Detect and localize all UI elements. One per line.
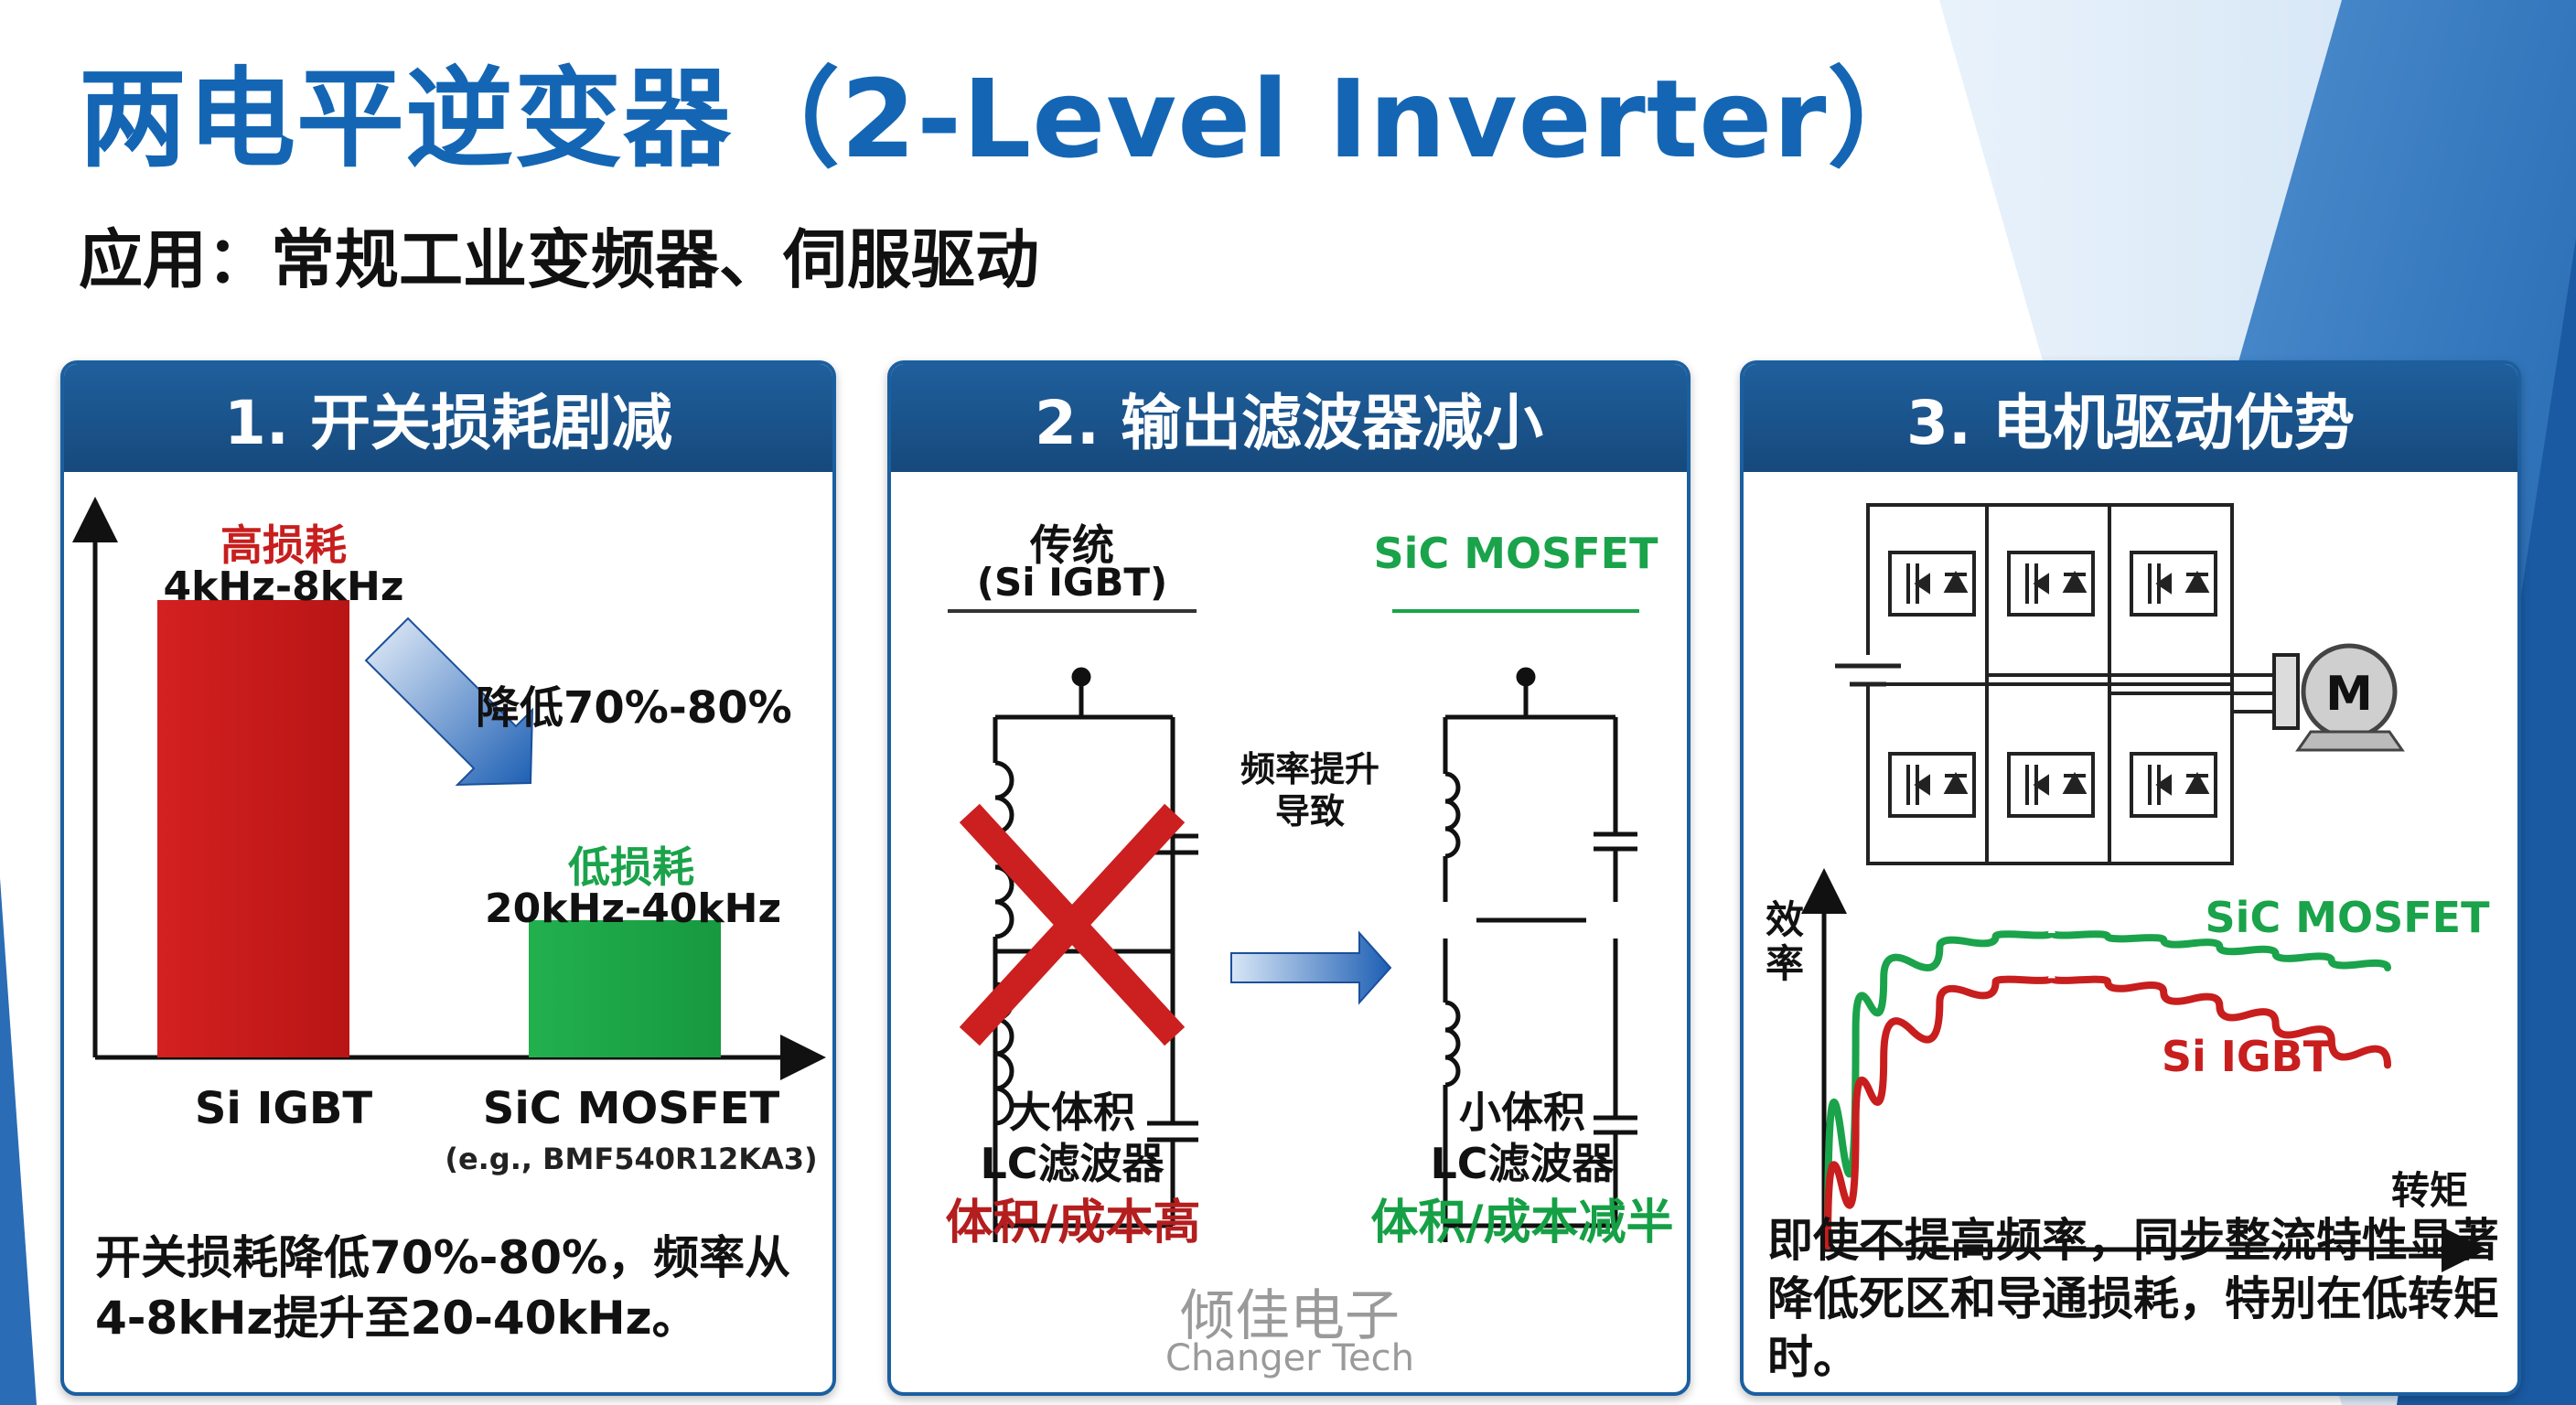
switch-mosfet-icon-2 — [1888, 752, 1976, 818]
small-filter-cost: 体积/成本减半 — [1370, 1196, 1674, 1250]
x-label-si-igbt: Si IGBT — [194, 1083, 373, 1134]
loss-bar-chart — [72, 497, 826, 1080]
page-subtitle: 应用：常规工业变频器、伺服驱动 — [79, 222, 1039, 297]
bar-sic-mosfet — [529, 920, 721, 1057]
sic-efficiency-curve — [1824, 930, 2391, 1249]
inverter-and-efficiency-diagram: M — [1801, 503, 2487, 1272]
panel-header: 2. 输出滤波器减小 — [891, 364, 1687, 472]
panel1-note: 开关损耗降低70%-80%，频率从4-8kHz提升至20-40kHz。 — [95, 1231, 791, 1345]
x-label-sic-example: (e.g., BMF540R12KA3) — [445, 1142, 818, 1176]
panel-filter-size: 2. 输出滤波器减小 — [887, 360, 1690, 1396]
x-label-sic-mosfet: SiC MOSFET — [482, 1083, 780, 1134]
inverter-circuit — [1835, 503, 2405, 865]
panel-switching-loss: 1. 开关损耗剧减 高损耗 4kHz-8kHz 降低70%-80% — [60, 360, 836, 1396]
eff-y-label-1: 效 — [1765, 897, 1804, 942]
big-lc-filter — [993, 667, 1198, 1242]
panel-header: 1. 开关损耗剧减 — [64, 364, 832, 472]
small-filter-label-1: 小体积 — [1459, 1088, 1585, 1137]
motor-icon: M — [2325, 667, 2373, 722]
big-filter-label-2: LC滤波器 — [980, 1139, 1165, 1188]
watermark-cn: 倾佳电子 — [1180, 1284, 1400, 1348]
bar-si-igbt — [157, 600, 349, 1057]
switch-mosfet-icon-3 — [2007, 551, 2095, 617]
high-loss-label: 高损耗 — [220, 520, 347, 570]
switch-mosfet-icon-6 — [2130, 752, 2217, 818]
traditional-label: 传统 — [1030, 520, 1114, 570]
low-freq-label: 20kHz-40kHz — [485, 885, 782, 932]
reduction-arrow — [364, 617, 534, 787]
switch-mosfet-icon-5 — [2130, 551, 2217, 617]
arrow-label-line2: 导致 — [1274, 791, 1345, 831]
si-curve-label: Si IGBT — [2161, 1032, 2333, 1081]
low-loss-label: 低损耗 — [568, 842, 694, 892]
panel-header: 3. 电机驱动优势 — [1744, 364, 2517, 472]
cross-out-icon — [959, 803, 1186, 1046]
high-freq-label: 4kHz-8kHz — [163, 563, 404, 610]
reduction-label: 降低70%-80% — [476, 682, 792, 734]
lc-filter-diagram — [948, 609, 1639, 1242]
arrow-label-line1: 频率提升 — [1240, 749, 1379, 789]
small-lc-filter — [1443, 667, 1637, 1242]
traditional-sub-label: (Si IGBT) — [976, 560, 1168, 605]
watermark-en: Changer Tech — [1165, 1337, 1414, 1379]
si-efficiency-curve — [1824, 975, 2391, 1249]
small-filter-label-2: LC滤波器 — [1430, 1139, 1615, 1188]
panel3-note: 即使不提高频率，同步整流特性显著降低死区和导通损耗，特别在低转矩时。 — [1767, 1214, 2499, 1384]
switch-mosfet-icon-4 — [2007, 752, 2095, 818]
switch-mosfet-icon-1 — [1888, 551, 1976, 617]
sic-curve-label: SiC MOSFET — [2205, 893, 2490, 942]
eff-x-label: 转矩 — [2390, 1168, 2468, 1213]
frequency-arrow — [1230, 930, 1392, 1005]
big-filter-label-1: 大体积 — [1009, 1088, 1135, 1137]
sic-label: SiC MOSFET — [1373, 529, 1658, 578]
eff-y-label-2: 率 — [1765, 941, 1804, 986]
big-filter-cost: 体积/成本高 — [945, 1196, 1201, 1250]
panel-motor-drive: 3. 电机驱动优势 M 效 — [1740, 360, 2521, 1396]
page-title: 两电平逆变器（2-Level Inverter） — [79, 56, 1937, 182]
